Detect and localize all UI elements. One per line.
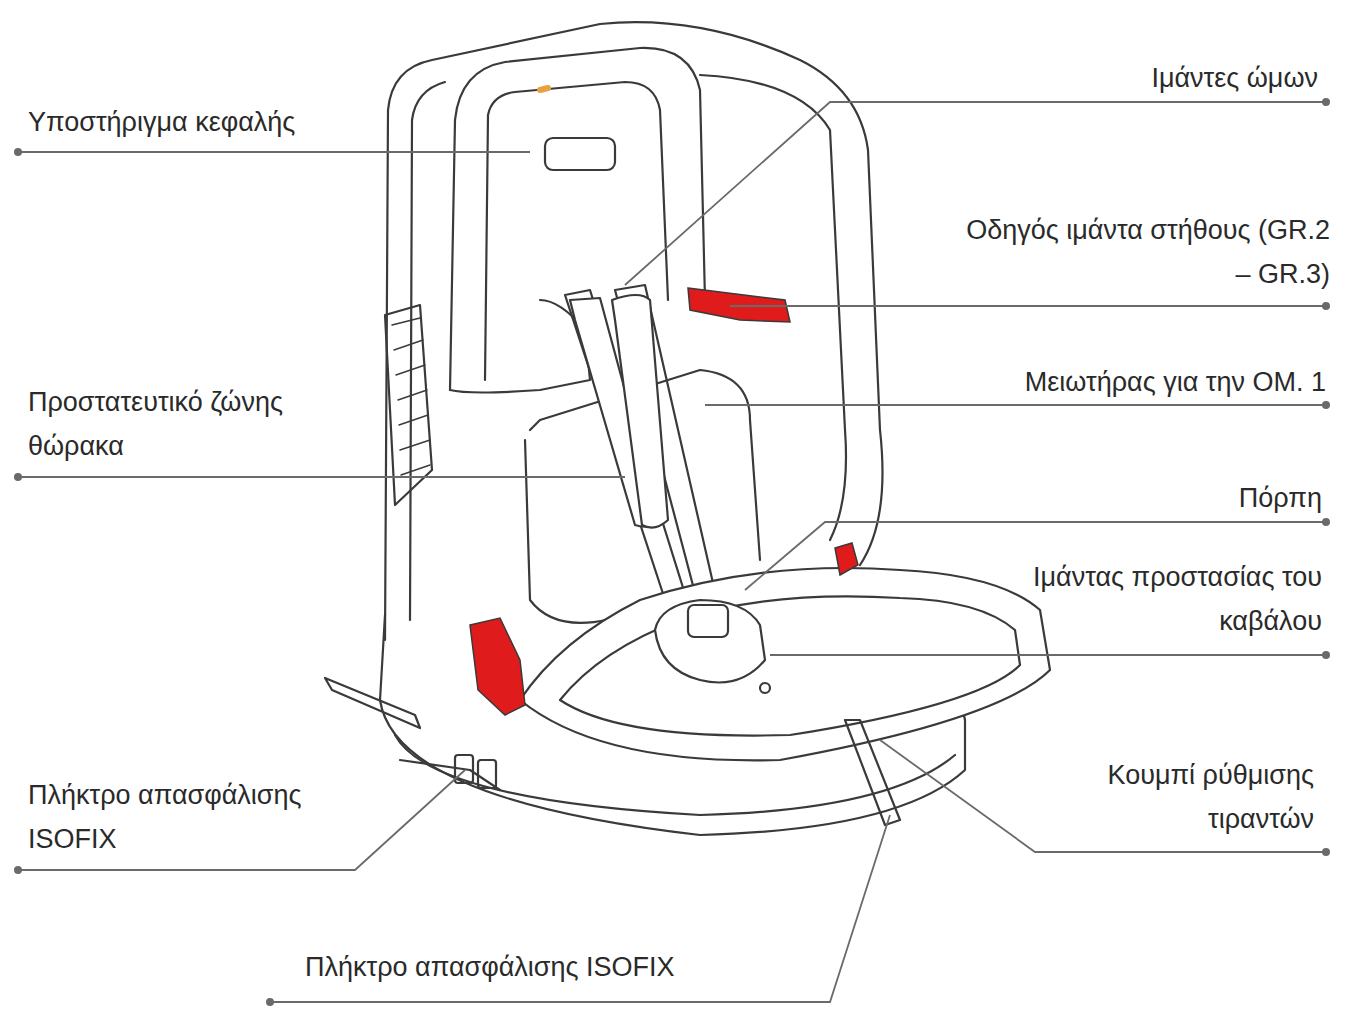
part-label: Πλήκτρο απασφάλισης ISOFIX [28,773,378,861]
headrest-wing [450,300,590,393]
leader-dot [1322,651,1330,659]
leader-line [770,654,1326,656]
headrest-handle [545,138,615,170]
leader-line [730,305,1326,307]
isofix-button [478,760,496,788]
leader-dot [14,866,22,874]
belt-guide [470,618,525,715]
isofix-arm [325,678,420,728]
leader-line [270,815,890,1002]
shoulder-strap [565,290,690,615]
leader-dot [14,473,22,481]
leader-line [18,770,465,870]
chest-pad [612,295,668,528]
belt-guide [835,543,858,575]
leader-dot [1322,302,1330,310]
part-label: Κουμπί ρύθμισης τιραντών [1034,753,1314,841]
side-pad-hatch [392,318,430,475]
leader-line [18,151,530,153]
buckle [688,605,728,637]
backrest-edge [410,82,445,620]
leader-line [880,740,1326,852]
buckle-ring [760,683,770,693]
leader-dot [266,998,274,1006]
adjuster-strap [845,720,900,825]
headrest-lever [540,88,548,90]
part-label: Ιμάντας προστασίας του καβάλου [1002,555,1322,643]
headrest [450,48,705,390]
leader-dot [1322,401,1330,409]
chest-belt-guide [688,288,790,322]
part-label: Οδηγός ιμάντα στήθους (GR.2 – GR.3) [950,208,1330,296]
part-label: Πλήκτρο απασφάλισης ISOFIX [305,945,805,989]
leader-dot [1322,98,1330,106]
isofix-button [455,755,473,783]
part-label: Μειωτήρας για την ΟΜ. 1 [906,360,1326,404]
part-label: Υποστήριγμα κεφαλής [28,100,448,144]
side-pad [385,305,432,505]
part-label: Πόρπη [1022,476,1322,520]
leader-dot [14,148,22,156]
leader-line [625,102,1326,285]
seat-cushion [520,568,1050,760]
seat-cushion-inner [560,596,1020,735]
leader-dots [14,98,1330,1006]
part-label: Προστατευτικό ζώνης θώρακα [28,380,378,468]
leader-dot [1322,848,1330,856]
leader-line [18,476,625,478]
leader-line [705,404,1326,406]
leader-dot [1322,518,1330,526]
red-parts [470,288,858,715]
backrest-shell [385,22,883,640]
part-label: Ιμάντες ώμων [918,56,1318,100]
seat-drawing [325,22,1050,835]
base-detail [400,760,500,790]
crotch-pad [655,600,765,683]
